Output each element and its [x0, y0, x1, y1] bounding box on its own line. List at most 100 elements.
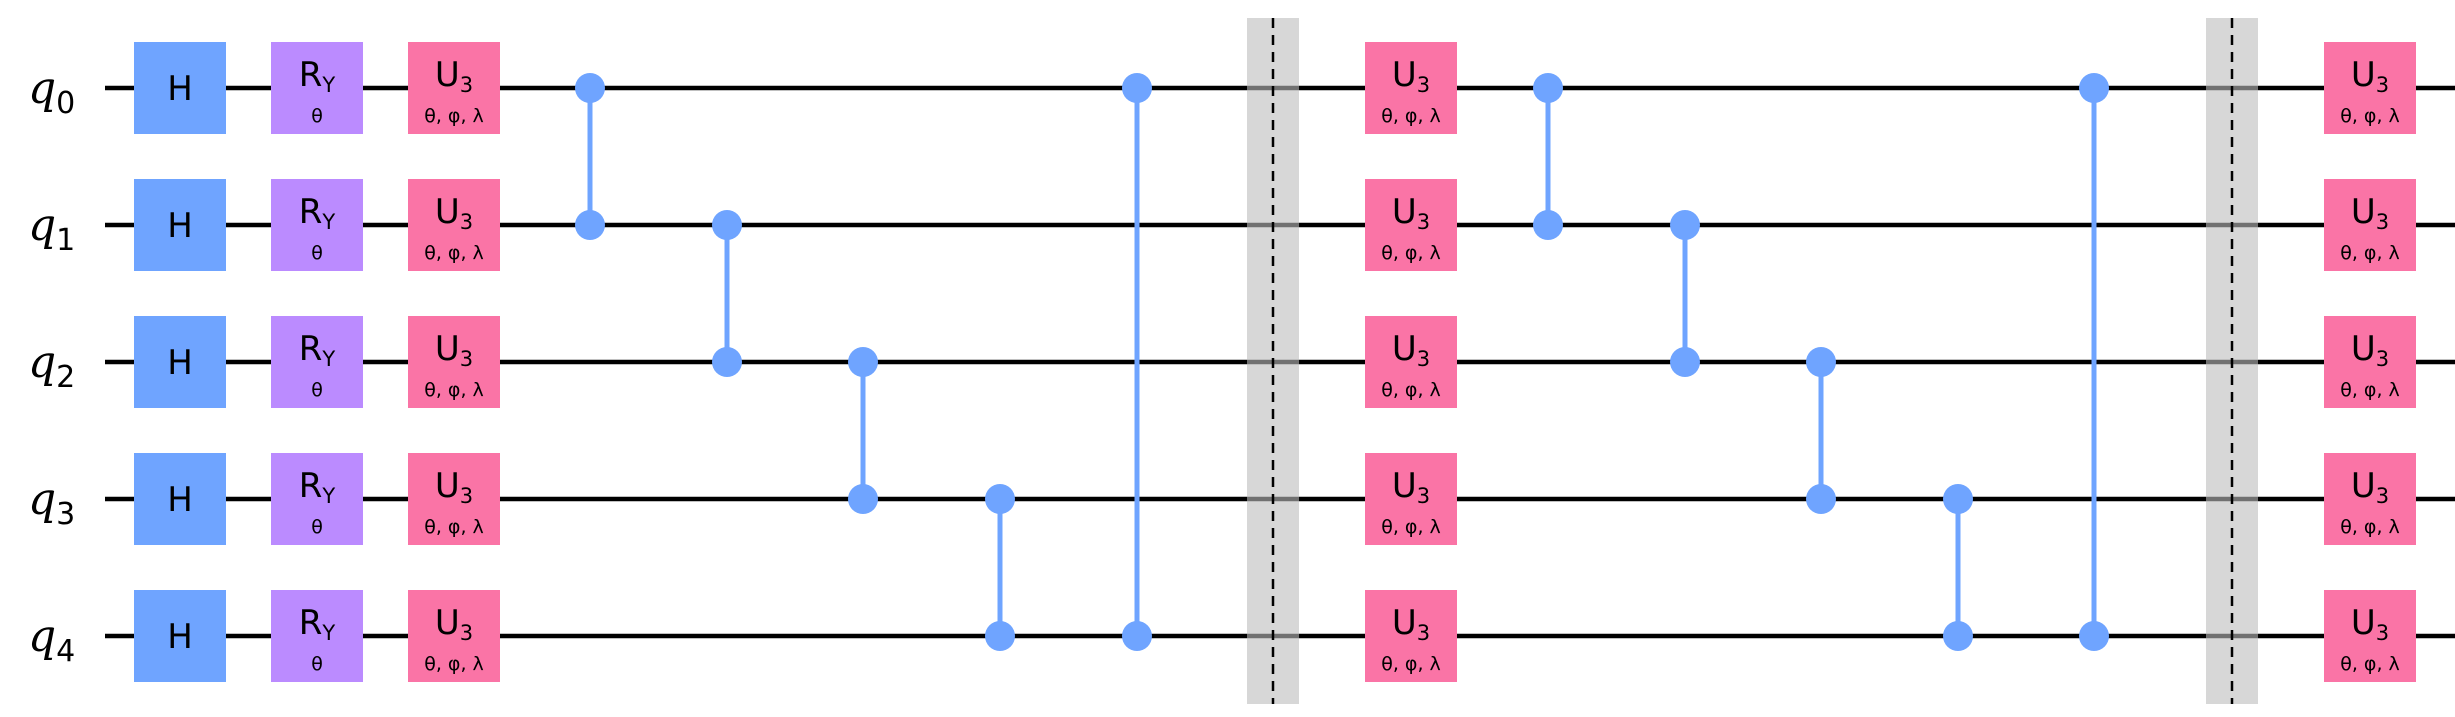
- ry-gate-box: [271, 590, 363, 682]
- u3-gate-box: [2324, 316, 2416, 408]
- gate-name: U3: [1392, 55, 1430, 97]
- control-dot: [2079, 73, 2109, 103]
- gate-name: RY: [299, 192, 336, 234]
- gate-name: U3: [2351, 603, 2389, 645]
- gate-param: θ, φ, λ: [2340, 105, 2400, 127]
- gate-name: U3: [1392, 329, 1430, 371]
- gate-name: U3: [1392, 192, 1430, 234]
- qubit-label-index: 3: [56, 497, 75, 532]
- u3-gate: U3θ, φ, λ: [1365, 590, 1457, 682]
- cz-gate: [575, 73, 605, 240]
- control-dot: [1670, 347, 1700, 377]
- control-dot: [1943, 484, 1973, 514]
- control-dot: [2079, 621, 2109, 651]
- qubit-label-base: q: [28, 337, 56, 388]
- gate-param: θ, φ, λ: [424, 516, 484, 538]
- qubit-label-index: 4: [56, 634, 75, 669]
- qubit-label-base: q: [28, 474, 56, 525]
- h-gate-box: [134, 453, 226, 545]
- ry-gate-box: [271, 316, 363, 408]
- gate-param: θ, φ, λ: [2340, 379, 2400, 401]
- control-dot: [1533, 210, 1563, 240]
- h-gate: H: [134, 590, 226, 682]
- control-dot: [848, 347, 878, 377]
- u3-gate-box: [1365, 316, 1457, 408]
- gate-param: θ, φ, λ: [1381, 242, 1441, 264]
- gate-param: θ, φ, λ: [424, 105, 484, 127]
- qubit-label: q2: [28, 337, 75, 395]
- qubit-label: q0: [28, 63, 75, 121]
- u3-gate: U3 θ, φ, λ: [1365, 179, 1457, 271]
- cz-gate: [985, 484, 1015, 651]
- gate-param: θ, φ, λ: [1381, 516, 1441, 538]
- control-dot: [1533, 73, 1563, 103]
- h-gate: H: [134, 316, 226, 408]
- barrier: [1247, 18, 1299, 704]
- qubit-label-base: q: [28, 200, 56, 251]
- h-gate-box: [134, 590, 226, 682]
- h-gate: H: [134, 453, 226, 545]
- control-dot: [985, 484, 1015, 514]
- u3-gate: U3θ, φ, λ: [2324, 179, 2416, 271]
- qubit-label-base: q: [28, 63, 56, 114]
- gate-name: H: [167, 480, 193, 520]
- qubit-label-index: 0: [56, 86, 75, 121]
- gate-param: θ: [311, 653, 323, 675]
- control-dot: [848, 484, 878, 514]
- cz-gate: [1533, 73, 1563, 240]
- u3-gate: U3 θ, φ, λ: [2324, 316, 2416, 408]
- qubit-label: q1: [28, 200, 75, 258]
- gate-name: RY: [299, 329, 336, 371]
- h-gate: H: [134, 42, 226, 134]
- gate-param: θ: [311, 105, 323, 127]
- qubit-label: q3: [28, 474, 75, 532]
- gate-name: RY: [299, 603, 336, 645]
- u3-gate: U3θ, φ, λ: [408, 42, 500, 134]
- gate-param: θ, φ, λ: [424, 242, 484, 264]
- u3-gate-box: [1365, 42, 1457, 134]
- u3-gate-box: [1365, 590, 1457, 682]
- gate-param: θ, φ, λ: [2340, 516, 2400, 538]
- qubit-label-base: q: [28, 611, 56, 662]
- gate-param: θ, φ, λ: [1381, 653, 1441, 675]
- control-dot: [1943, 621, 1973, 651]
- gate-name: U3: [435, 466, 473, 508]
- control-dot: [712, 210, 742, 240]
- gate-name: U3: [435, 603, 473, 645]
- gate-name: H: [167, 206, 193, 246]
- h-gate-box: [134, 316, 226, 408]
- ry-gate: RY θ: [271, 42, 363, 134]
- cz-gate: [848, 347, 878, 514]
- gate-name: RY: [299, 466, 336, 508]
- gate-param: θ: [311, 379, 323, 401]
- gate-param: θ, φ, λ: [2340, 242, 2400, 264]
- control-dot: [1122, 73, 1152, 103]
- u3-gate-box: [408, 453, 500, 545]
- u3-gate-box: [408, 42, 500, 134]
- qubit-label-index: 1: [56, 223, 75, 258]
- h-gate: H: [134, 179, 226, 271]
- qubit-label-index: 2: [56, 360, 75, 395]
- cz-gate: [1943, 484, 1973, 651]
- gate-name: U3: [2351, 329, 2389, 371]
- u3-gate-box: [2324, 453, 2416, 545]
- gate-name: H: [167, 69, 193, 109]
- cz-gate: [1806, 347, 1836, 514]
- u3-gate-box: [2324, 179, 2416, 271]
- u3-gate-box: [1365, 179, 1457, 271]
- control-dot: [1122, 621, 1152, 651]
- cz-gate: [712, 210, 742, 377]
- u3-gate: U3θ, φ, λ: [1365, 316, 1457, 408]
- ry-gate-box: [271, 453, 363, 545]
- gate-name: U3: [435, 329, 473, 371]
- u3-gate-box: [408, 179, 500, 271]
- control-dot: [1806, 484, 1836, 514]
- gate-name: RY: [299, 55, 336, 97]
- gate-name: U3: [2351, 466, 2389, 508]
- gate-name: U3: [435, 192, 473, 234]
- gate-param: θ, φ, λ: [424, 379, 484, 401]
- cz-gate: [1670, 210, 1700, 377]
- u3-gate: U3 θ, φ, λ: [408, 179, 500, 271]
